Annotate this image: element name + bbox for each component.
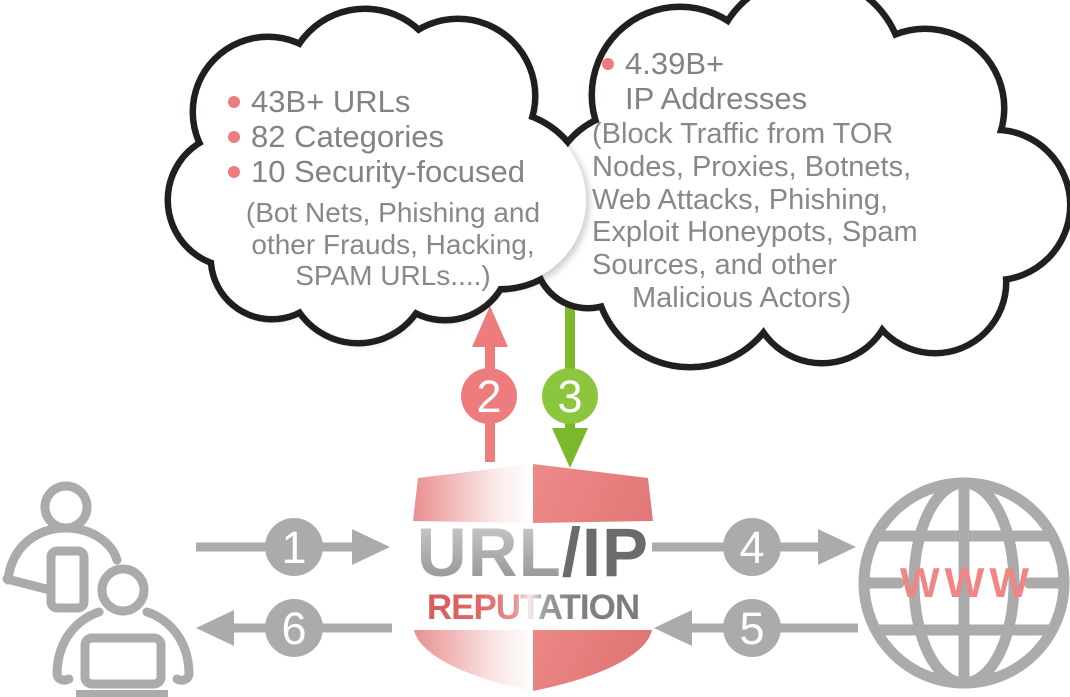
step-5-badge: 5 [723,599,781,657]
step-1-badge: 1 [265,518,323,576]
ip-cloud-note-line: (Block Traffic from TOR [592,118,894,150]
url-cloud-note-line: SPAM URLs....) [295,260,491,291]
ip-cloud-bullet: 4.39B+ [602,46,724,81]
url-cloud-bullet-2: 82 Categories [228,119,525,154]
url-cloud-bullet-list: 43B+ URLs 82 Categories 10 Security-focu… [228,84,525,189]
step-2-number: 2 [476,371,501,422]
shield-band-left [413,464,533,523]
ip-cloud-bullet-subline: IP Addresses [625,81,808,116]
user-with-laptop-icon [52,564,194,689]
url-cloud-shape [171,12,586,340]
step-4-badge: 4 [723,518,781,576]
step-6-number: 6 [281,603,306,654]
step-6-badge: 6 [265,599,323,657]
url-cloud-bullet-3: 10 Security-focused [228,154,525,189]
url-cloud-bullet-1-label: 43B+ URLs [251,84,411,119]
shield-title-ip: /IP [561,514,650,591]
shield-title: URL/IP [405,518,661,588]
bullet-dot-icon [602,58,614,70]
url-cloud-note: (Bot Nets, Phishing and other Frauds, Ha… [237,197,549,292]
bullet-dot-icon [228,166,240,178]
bullet-dot-icon [228,131,240,143]
user-with-phone-icon [2,481,122,613]
ip-cloud-note-line: Web Attacks, Phishing, [592,183,889,216]
shield-title-url: URL [416,514,562,591]
laptop-base [76,690,168,697]
ip-cloud-note-line: Nodes, Proxies, Botnets, [592,150,912,183]
url-cloud-note-line: other Frauds, Hacking, [251,228,535,260]
ip-cloud-note-line: Malicious Actors) [632,281,852,314]
step-1-number: 1 [281,522,306,573]
shield-band-right [533,464,653,523]
step-2-badge: 2 [461,368,517,424]
www-label: WWW [900,559,1034,606]
shield-subtitle: REPUTATION [405,590,661,626]
url-cloud-note-line: (Bot Nets, Phishing and [245,197,541,228]
ip-cloud-note: (Block Traffic from TOR Nodes, Proxies, … [592,118,960,315]
url-cloud-bullet-1: 43B+ URLs [228,84,525,119]
shield-bottom-right [533,630,652,691]
ip-cloud-bullet-label: 4.39B+ [625,46,725,81]
url-cloud-bullet-3-label: 10 Security-focused [251,154,525,189]
ip-cloud-note-line: Sources, and other [592,249,838,282]
ip-cloud-note-line: Exploit Honeypots, Spam [592,216,918,249]
shield-bottom-left [414,630,533,691]
step-4-number: 4 [739,522,764,573]
url-cloud-bullet-2-label: 82 Categories [251,119,445,154]
step-5-number: 5 [739,603,764,654]
bullet-dot-icon [228,96,240,108]
step-3-badge: 3 [542,368,598,424]
step-3-number: 3 [557,371,582,422]
